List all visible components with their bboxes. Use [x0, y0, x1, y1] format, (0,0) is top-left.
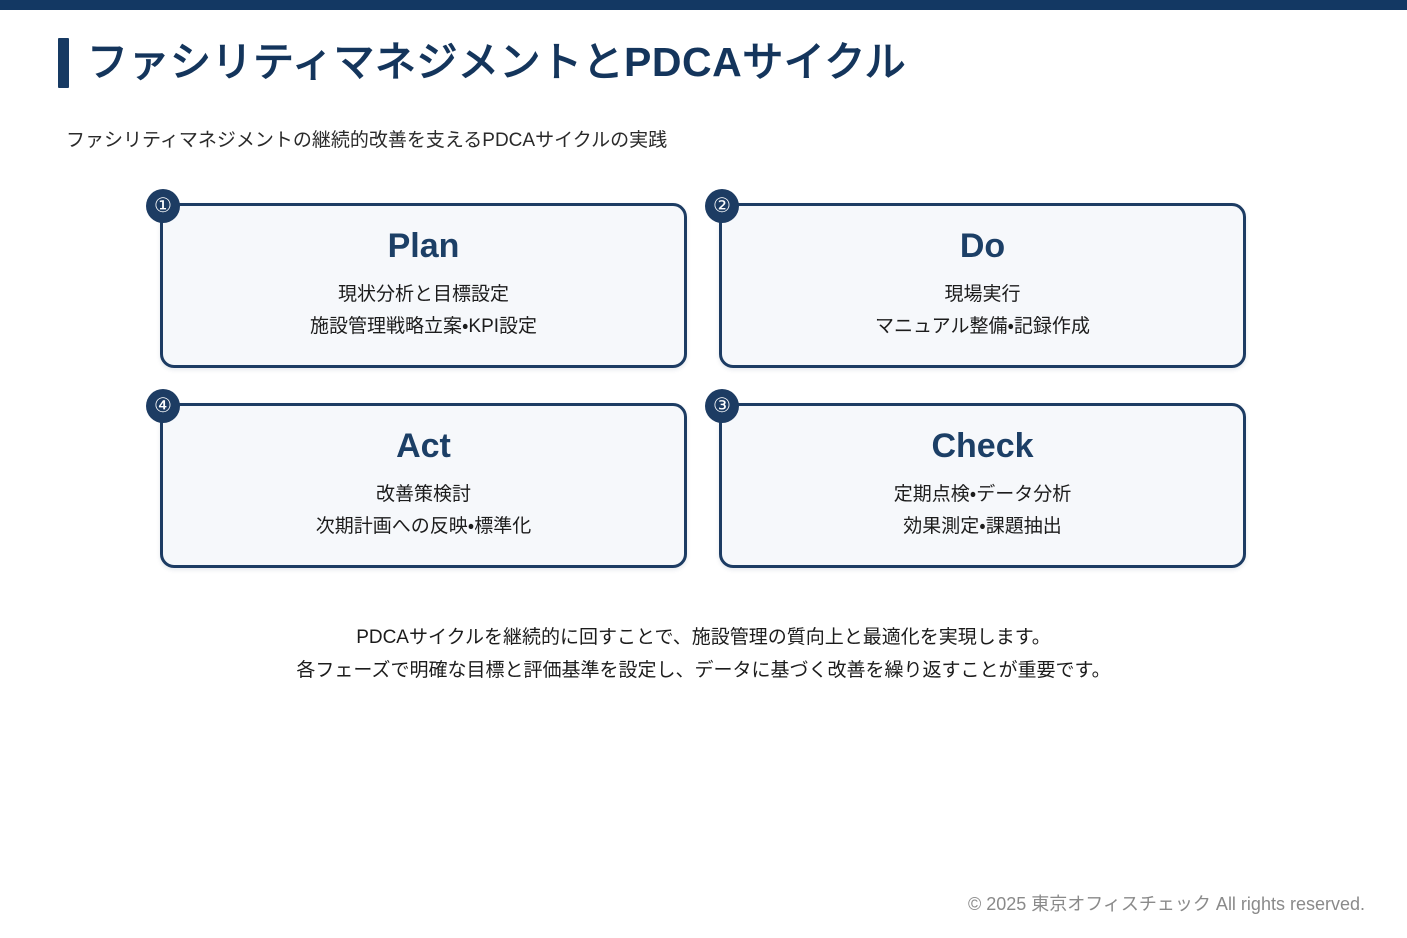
summary-line-2: 各フェーズで明確な目標と評価基準を設定し、データに基づく改善を繰り返すことが重要…	[296, 659, 1111, 681]
card-line-1: 現場実行	[944, 284, 1021, 306]
summary-text: PDCAサイクルを継続的に回すことで、施設管理の質向上と最適化を実現します。 各…	[0, 622, 1407, 687]
title-row: ファシリティマネジメントとPDCAサイクル	[58, 38, 906, 88]
pdca-card-check: ③ Check 定期点検・データ分析 効果測定・課題抽出	[705, 389, 1246, 568]
card-line-2: 効果測定・課題抽出	[903, 516, 1062, 538]
step-badge-3: ③	[705, 389, 739, 423]
card-body-act: 改善策検討 次期計画への反映・標準化	[316, 479, 531, 543]
card-title-check: Check	[931, 426, 1034, 465]
footer-copyright: © 2025 東京オフィスチェック All rights reserved.	[967, 894, 1365, 914]
top-accent-bar	[0, 0, 1407, 10]
summary-line-1: PDCAサイクルを継続的に回すことで、施設管理の質向上と最適化を実現します。	[356, 627, 1051, 648]
step-badge-4: ④	[146, 389, 180, 423]
card-title-plan: Plan	[387, 226, 460, 265]
card-body-check: 定期点検・データ分析 効果測定・課題抽出	[894, 479, 1071, 543]
title-accent-mark	[58, 38, 69, 88]
card-title-act: Act	[396, 426, 451, 465]
pdca-card-grid: ① Plan 現状分析と目標設定 施設管理戦略立案・KPI設定 ② Do 現場実…	[146, 189, 1246, 568]
card-body-plan: 現状分析と目標設定 施設管理戦略立案・KPI設定	[310, 279, 537, 343]
step-badge-1: ①	[146, 189, 180, 223]
card-line-2: マニュアル整備・記録作成	[875, 316, 1090, 338]
pdca-card-plan: ① Plan 現状分析と目標設定 施設管理戦略立案・KPI設定	[146, 189, 687, 368]
page-title: ファシリティマネジメントとPDCAサイクル	[87, 39, 907, 86]
card-body-do: 現場実行 マニュアル整備・記録作成	[875, 279, 1090, 343]
pdca-card-act: ④ Act 改善策検討 次期計画への反映・標準化	[146, 389, 687, 568]
card-line-1: 定期点検・データ分析	[893, 484, 1072, 506]
card-line-1: 改善策検討	[375, 484, 471, 506]
page-subtitle: ファシリティマネジメントの継続的改善を支えるPDCAサイクルの実践	[66, 130, 668, 151]
card-line-1: 現状分析と目標設定	[337, 284, 509, 306]
card-line-2: 施設管理戦略立案・KPI設定	[309, 316, 538, 338]
pdca-card-do: ② Do 現場実行 マニュアル整備・記録作成	[705, 189, 1246, 368]
step-badge-2: ②	[705, 189, 739, 223]
card-title-do: Do	[959, 226, 1006, 265]
card-line-2: 次期計画への反映・標準化	[315, 516, 532, 538]
